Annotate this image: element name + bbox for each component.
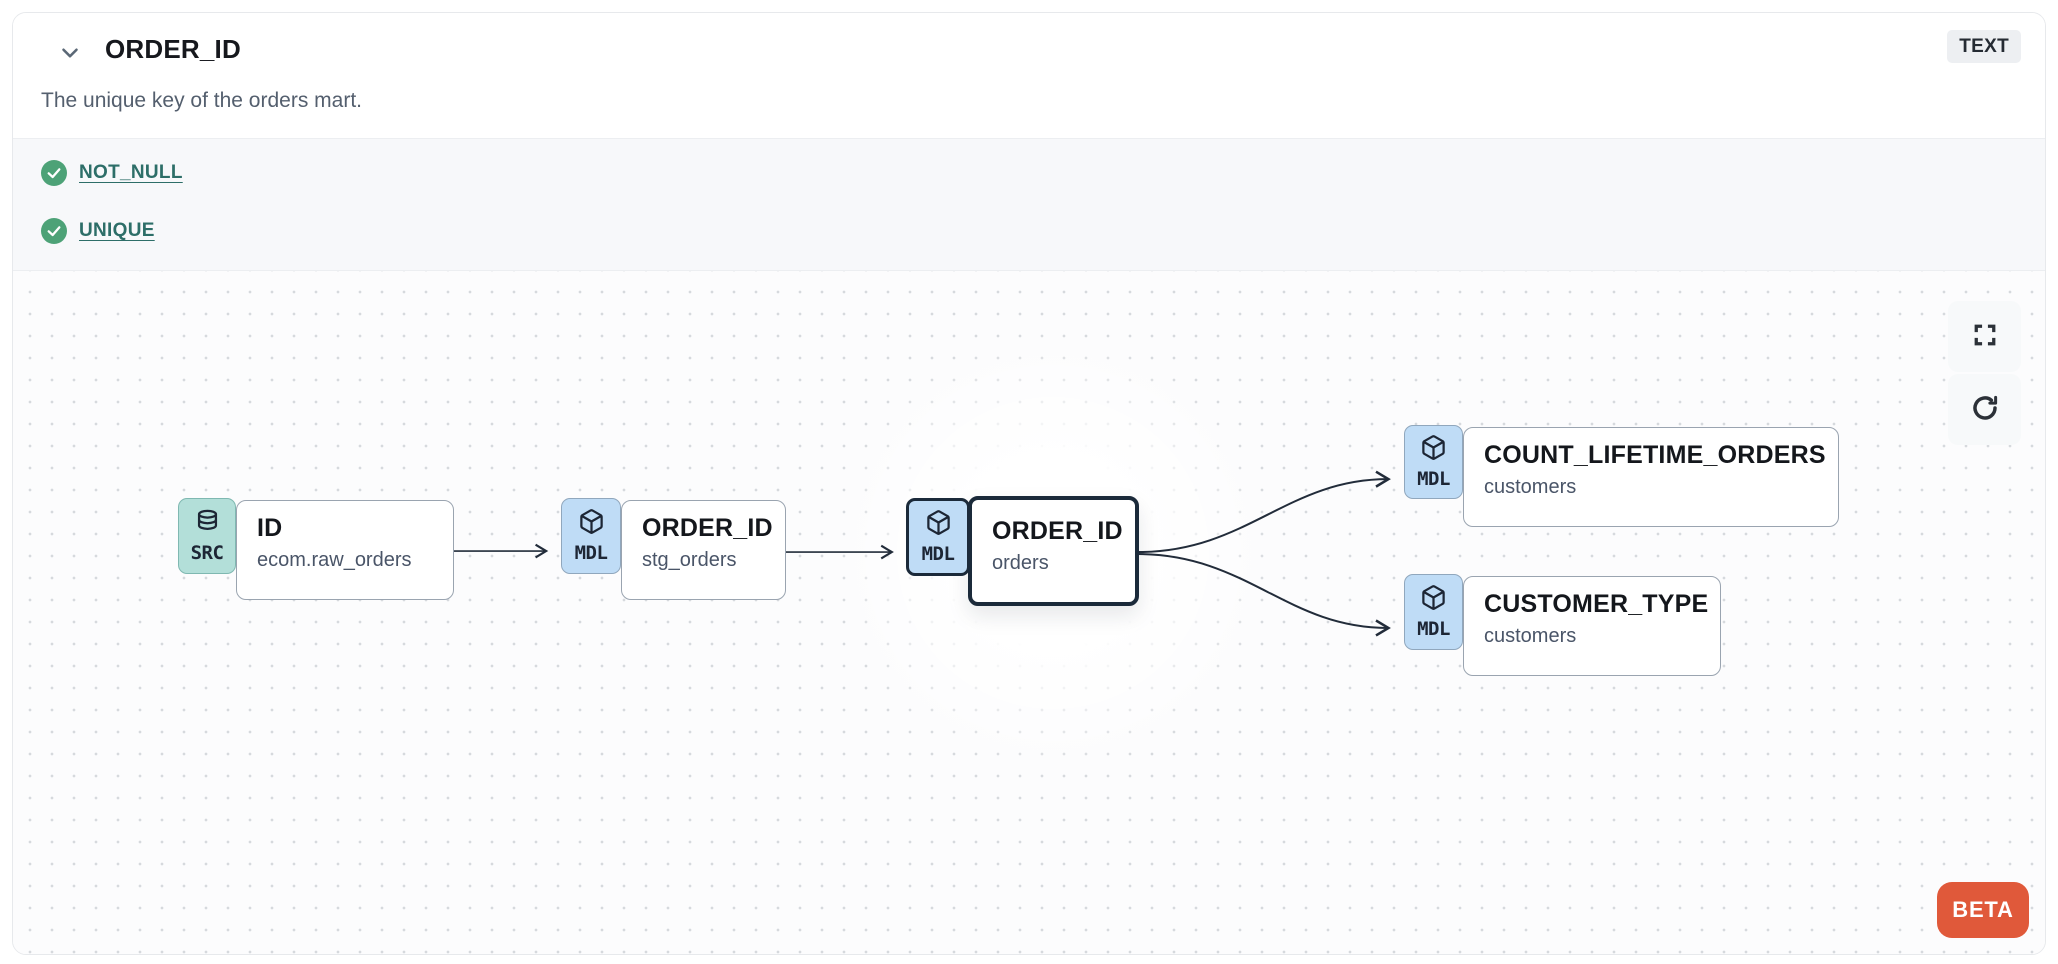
node-title: ORDER_ID xyxy=(992,517,1123,545)
refresh-icon xyxy=(1970,393,2000,426)
test-row: UNIQUE xyxy=(41,217,2045,244)
node-subtitle: orders xyxy=(992,552,1049,574)
beta-badge: BETA xyxy=(1937,882,2029,938)
type-badge: TEXT xyxy=(1947,30,2021,63)
check-circle-icon xyxy=(41,159,67,186)
tests-section: NOT_NULL UNIQUE xyxy=(13,138,2045,271)
column-detail-card: ORDER_ID TEXT The unique key of the orde… xyxy=(12,12,2046,955)
lineage-edges xyxy=(453,470,1391,637)
node-kind-label: SRC xyxy=(190,542,224,564)
fullscreen-button[interactable] xyxy=(1948,301,2021,372)
cube-icon xyxy=(578,508,605,540)
collapse-chevron-button[interactable] xyxy=(53,37,87,71)
cube-icon xyxy=(1420,584,1447,616)
node-kind-label: MDL xyxy=(921,543,955,565)
node-kind-label: MDL xyxy=(1417,618,1450,640)
database-icon xyxy=(194,508,221,540)
page-title: ORDER_ID xyxy=(105,34,241,64)
cube-icon xyxy=(1420,434,1447,466)
canvas-controls xyxy=(1948,301,2021,445)
test-link-not-null[interactable]: NOT_NULL xyxy=(79,161,183,183)
test-link-unique[interactable]: UNIQUE xyxy=(79,219,155,241)
node-title: ID xyxy=(257,514,283,542)
check-circle-icon xyxy=(41,217,67,244)
chevron-down-icon xyxy=(57,40,83,69)
fullscreen-icon xyxy=(1971,321,1999,352)
column-description: The unique key of the orders mart. xyxy=(41,89,362,112)
node-subtitle: customers xyxy=(1484,625,1577,647)
node-kind-label: MDL xyxy=(574,542,608,564)
lineage-canvas[interactable]: ID ecom.raw_orders SRC ORDER_ID stg_orde… xyxy=(13,271,2045,954)
test-row: NOT_NULL xyxy=(41,159,2045,186)
node-subtitle: stg_orders xyxy=(642,549,737,571)
node-title: COUNT_LIFETIME_ORDERS xyxy=(1484,441,1826,469)
header: ORDER_ID TEXT The unique key of the orde… xyxy=(13,13,2045,138)
node-title: CUSTOMER_TYPE xyxy=(1484,590,1709,618)
cube-icon xyxy=(925,509,952,541)
node-subtitle: customers xyxy=(1484,476,1577,498)
node-title: ORDER_ID xyxy=(642,514,773,542)
node-subtitle: ecom.raw_orders xyxy=(257,549,412,571)
node-kind-label: MDL xyxy=(1417,468,1450,490)
refresh-button[interactable] xyxy=(1948,374,2021,445)
